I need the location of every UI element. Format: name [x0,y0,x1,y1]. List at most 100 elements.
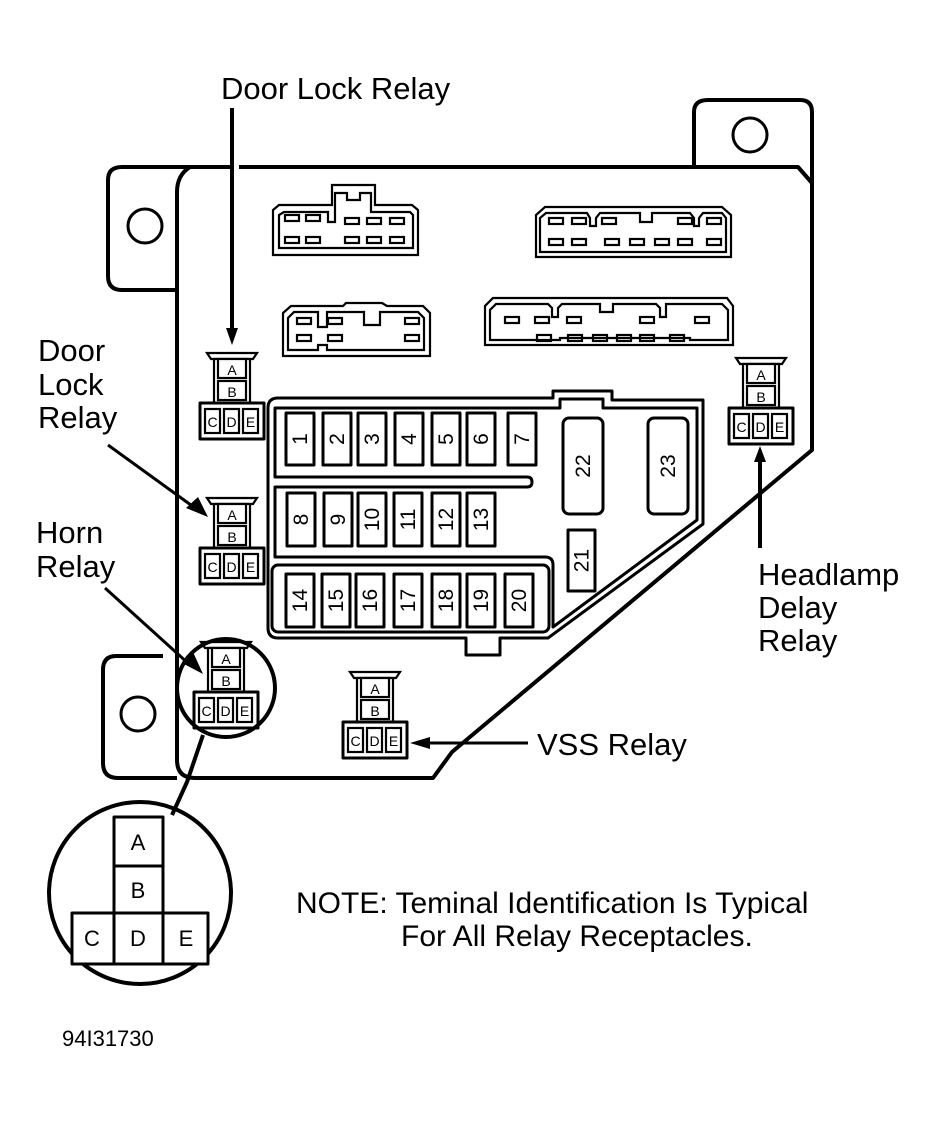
connector-pin [676,216,694,226]
fuse-number: 21 [571,549,594,572]
fuse-slot-outline [430,572,462,629]
fuse-slot-10: 10 [356,491,388,548]
connector-pins [283,213,723,343]
fuse-slot-outline [566,528,597,593]
fuse-block [266,389,705,657]
relay-terminal-d: D [369,733,379,749]
fuse-slot-15: 15 [320,572,352,629]
fuse-slot-outline [503,572,535,629]
fuse-slot-12: 12 [430,491,462,548]
fuse-slot-outline [393,411,425,467]
connector-pin [533,315,551,325]
arrow-head-door-lock-left [186,497,208,517]
fuse-number: 7 [511,433,534,445]
fuse-number: 19 [470,589,493,612]
label-horn-relay-2: Relay [36,549,116,584]
connector-pin [705,216,723,226]
fuse-slot-13: 13 [465,491,497,548]
arrow-head-headlamp [754,446,766,462]
fuse-number: 18 [435,589,458,612]
fuse-number: 16 [359,589,382,612]
fuse-number: 4 [398,433,421,445]
fuse-slot-8: 8 [285,491,317,548]
fuse-slot-19: 19 [465,572,497,629]
label-headlamp-delay-relay-3: Relay [758,623,838,658]
fuse-number: 8 [290,514,313,526]
connector-pin [503,315,521,325]
arrow-head-door-lock-top [226,328,238,345]
arrow-head-vss [410,737,430,749]
relay-terminal-e: E [240,703,249,719]
relay-terminal-b: B [221,673,230,689]
fuse-slot-4: 4 [393,411,425,467]
connector-pin [304,235,322,245]
label-door-lock-relay-left-3: Relay [38,400,118,435]
arrow-head-horn [182,652,203,674]
fuse-slot-23: 23 [646,416,690,516]
fuse-number: 9 [327,514,350,526]
connector-pin [403,333,421,343]
callout-arrows [103,108,766,749]
relay-terminal-a: A [221,651,231,667]
mounting-hole-top-left [126,207,164,245]
fuse-slot-22: 22 [561,416,605,516]
relay-terminal-d: D [226,559,236,575]
horn-relay-detail-circle [175,637,277,739]
mounting-hole-top-right [731,116,769,154]
detail-terminal-d: D [130,926,146,951]
terminal-detail: A B C D E [47,800,233,986]
fuse-number: 14 [289,589,312,613]
connector-pin [565,315,583,325]
relay-terminal-c: C [201,703,211,719]
fuse-slot-outline [321,411,353,467]
connector-pin [547,237,565,247]
fuse-slot-outline [284,411,316,467]
fuse-slot-outline [392,572,424,629]
relay-terminal-d: D [226,414,236,430]
connector-pin [326,316,344,326]
relay-terminal-d: D [755,419,765,435]
fuse-number: 1 [289,433,312,445]
fuse-number: 3 [361,433,384,445]
connector-pin [600,216,618,226]
fuse-slot-6: 6 [465,411,497,467]
connector-pin [705,237,723,247]
fuse-slot-1: 1 [284,411,316,467]
connector-pin [628,237,646,247]
fuse-slot-7: 7 [506,411,538,467]
fuse-slot-outline [392,491,424,548]
detail-leader-line [170,734,205,816]
fuse-slot-16: 16 [354,572,386,629]
fuse-slot-outline [465,572,497,629]
relay-terminal-a: A [756,367,766,383]
fuse-slot-3: 3 [356,411,388,467]
fuse-number: 20 [508,589,531,612]
connector-pin [603,237,621,247]
fuse-slot-20: 20 [503,572,535,629]
fuse-slot-outline [465,411,497,467]
relay-terminal-c: C [207,414,217,430]
connector-pin [591,333,609,343]
connector-pin [570,216,588,226]
fuse-number: 5 [435,433,458,445]
connector-middle-right [483,296,735,347]
relay-terminal-d: D [220,703,230,719]
relay-terminal-b: B [756,389,765,405]
label-horn-relay-1: Horn [36,515,103,550]
detail-terminal-a: A [131,830,146,855]
fuse-number: 17 [397,589,420,612]
fuse-slot-outline [284,572,316,629]
connector-pin [638,315,656,325]
fuse-slot-outline [430,411,462,467]
relay-terminal-a: A [227,507,237,523]
relay-terminal-b: B [227,384,236,400]
label-vss-relay: VSS Relay [537,727,687,762]
note-line-2: For All Relay Receptacles. [401,920,753,953]
fuse-slot-outline [285,491,317,548]
